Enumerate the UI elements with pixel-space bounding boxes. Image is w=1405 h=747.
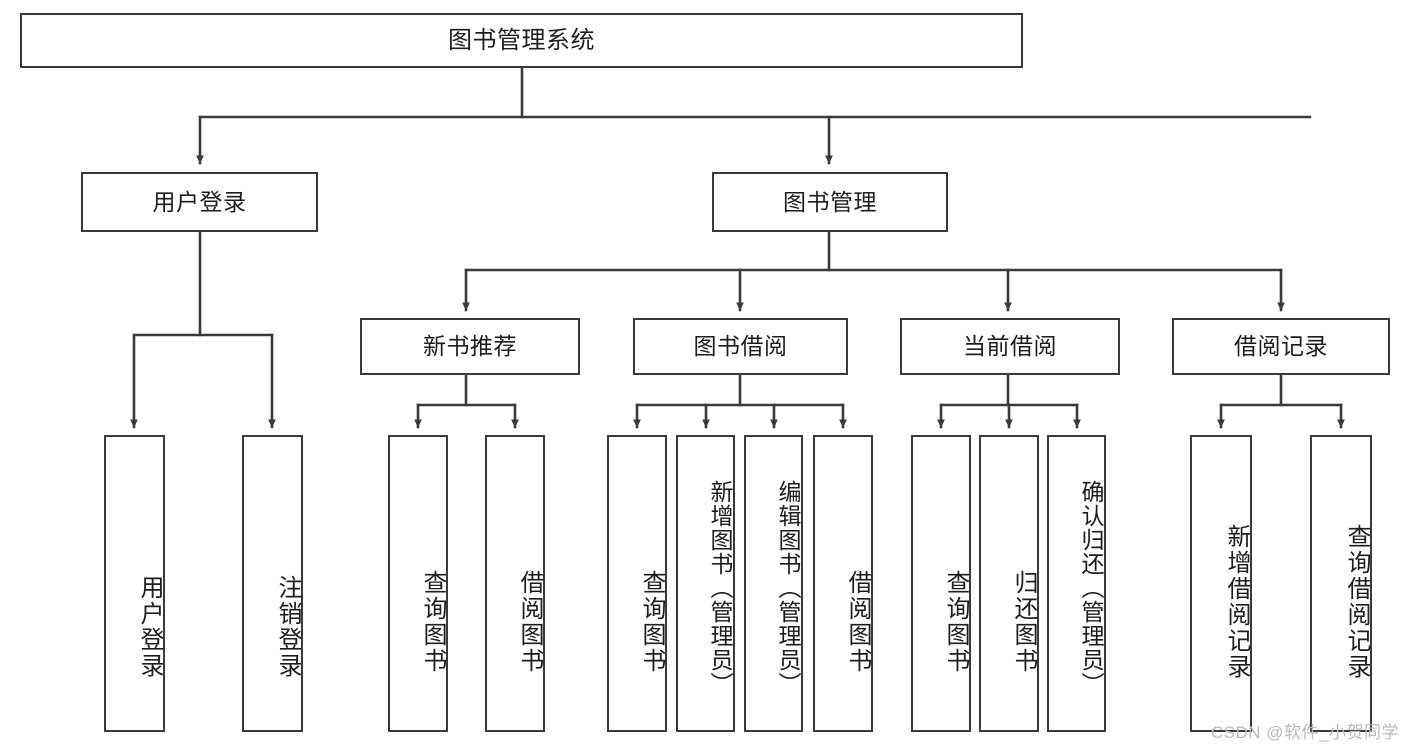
node-leaf-add-record[interactable]: 新增借阅记录 (1190, 435, 1252, 732)
node-leaf-query-book-2[interactable]: 查询图书 (607, 435, 667, 732)
node-leaf-user-login-label: 用户登录 (136, 574, 163, 679)
node-leaf-confirm-return-label: 确认归还（管理员） (1078, 479, 1104, 696)
node-leaf-query-record[interactable]: 查询借阅记录 (1310, 435, 1372, 732)
node-leaf-logout-label: 注销登录 (274, 574, 301, 679)
node-book-manage[interactable]: 图书管理 (712, 172, 948, 232)
node-user-login[interactable]: 用户登录 (81, 172, 318, 232)
node-book-borrow-label: 图书借阅 (693, 333, 788, 360)
node-leaf-confirm-return[interactable]: 确认归还（管理员） (1047, 435, 1106, 732)
node-leaf-query-book-1-label: 查询图书 (419, 569, 446, 674)
node-book-borrow[interactable]: 图书借阅 (633, 318, 848, 375)
node-leaf-query-book-3[interactable]: 查询图书 (911, 435, 971, 732)
node-leaf-add-book[interactable]: 新增图书（管理员） (676, 435, 735, 732)
node-leaf-borrow-book-1-label: 借阅图书 (516, 569, 543, 674)
node-leaf-edit-book[interactable]: 编辑图书（管理员） (744, 435, 803, 732)
node-current-borrow[interactable]: 当前借阅 (900, 318, 1120, 375)
node-leaf-edit-book-label: 编辑图书（管理员） (775, 479, 801, 696)
node-root[interactable]: 图书管理系统 (20, 13, 1023, 68)
node-leaf-user-login[interactable]: 用户登录 (104, 435, 165, 732)
node-leaf-add-record-label: 新增借阅记录 (1223, 523, 1250, 680)
node-borrow-record[interactable]: 借阅记录 (1172, 318, 1390, 375)
node-book-manage-label: 图书管理 (783, 188, 877, 215)
node-leaf-query-book-2-label: 查询图书 (638, 569, 665, 674)
node-root-label: 图书管理系统 (448, 26, 595, 54)
node-leaf-logout[interactable]: 注销登录 (242, 435, 303, 732)
node-user-login-label: 用户登录 (152, 188, 247, 215)
node-leaf-borrow-book-2[interactable]: 借阅图书 (813, 435, 873, 732)
node-leaf-query-book-3-label: 查询图书 (942, 569, 969, 674)
node-leaf-borrow-book-1[interactable]: 借阅图书 (485, 435, 545, 732)
node-leaf-add-book-label: 新增图书（管理员） (707, 479, 733, 696)
node-leaf-query-record-label: 查询借阅记录 (1343, 523, 1370, 680)
node-leaf-return-book[interactable]: 归还图书 (979, 435, 1039, 732)
watermark: CSDN @软件_小贺同学 (1210, 723, 1399, 742)
node-current-borrow-label: 当前借阅 (963, 333, 1057, 360)
node-leaf-borrow-book-2-label: 借阅图书 (844, 569, 871, 674)
node-new-book-rec[interactable]: 新书推荐 (360, 318, 580, 375)
node-leaf-query-book-1[interactable]: 查询图书 (388, 435, 448, 732)
node-new-book-rec-label: 新书推荐 (423, 333, 517, 360)
node-leaf-return-book-label: 归还图书 (1010, 569, 1037, 674)
node-borrow-record-label: 借阅记录 (1234, 333, 1328, 360)
